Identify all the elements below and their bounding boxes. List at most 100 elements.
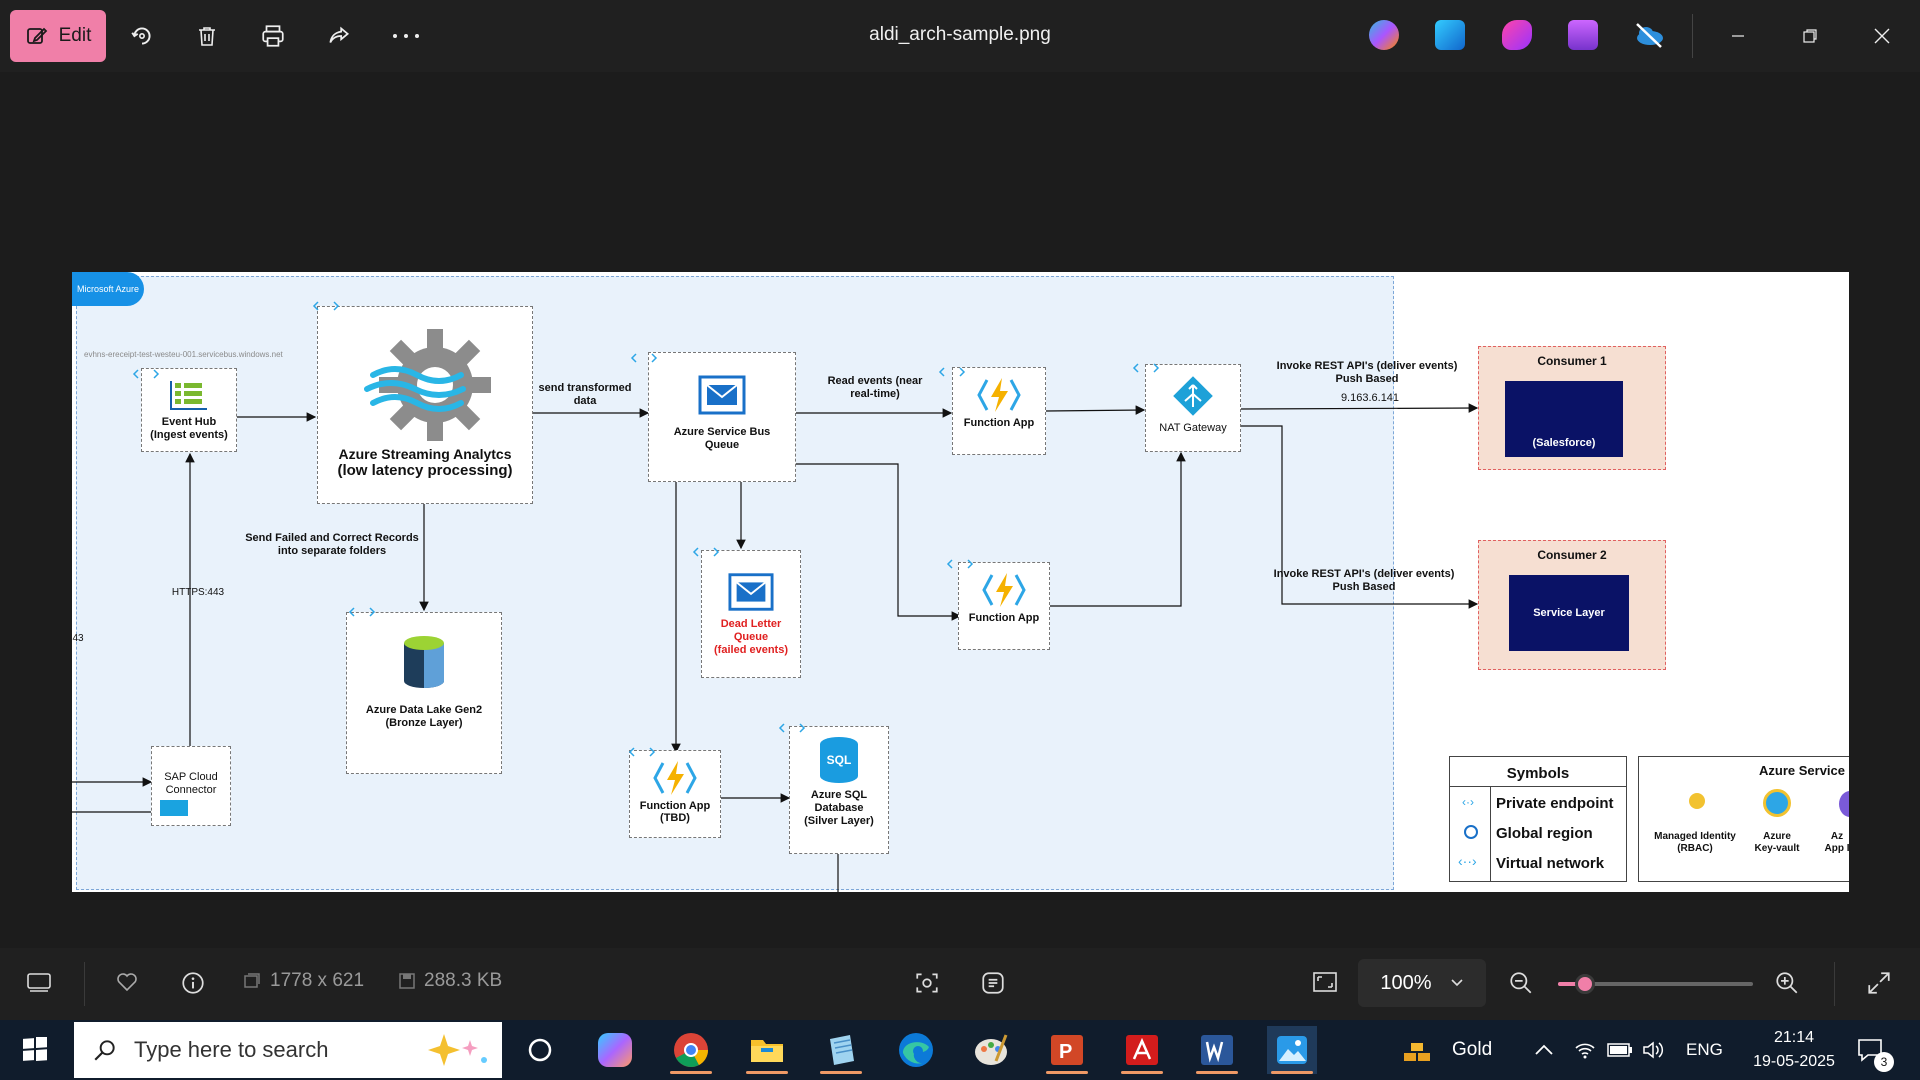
function-app-1-label: Function App xyxy=(963,417,1035,429)
zoom-in-icon[interactable] xyxy=(1774,970,1800,996)
word-icon[interactable] xyxy=(1192,1026,1242,1074)
microsoft-azure-badge: Microsoft Azure xyxy=(72,272,144,306)
virtual-network-icon: ‹··› xyxy=(1458,853,1477,869)
weather-widget[interactable]: Gold xyxy=(1400,1020,1492,1080)
show-hidden-icons[interactable] xyxy=(1534,1020,1554,1080)
invoke-rest-1-label: Invoke REST API's (deliver events) Push … xyxy=(1276,360,1458,385)
designer-icon[interactable] xyxy=(1502,20,1532,50)
taskbar: Type here to search P Go xyxy=(0,1020,1920,1080)
copilot-taskbar-icon[interactable] xyxy=(590,1026,640,1074)
clock-date: 19-05-2025 xyxy=(1753,1053,1835,1070)
edit-button[interactable]: Edit xyxy=(10,10,106,62)
fullscreen-icon[interactable] xyxy=(1866,970,1892,996)
clock[interactable]: 21:14 19-05-2025 xyxy=(1752,1020,1836,1080)
favorite-icon[interactable] xyxy=(114,970,140,994)
function-app-1-node: Function App xyxy=(952,367,1046,455)
zoom-slider[interactable] xyxy=(1558,974,1753,994)
invoke-rest-2-label: Invoke REST API's (deliver events) Push … xyxy=(1273,568,1455,593)
app-insights-icon xyxy=(1839,791,1849,817)
svg-text:P: P xyxy=(1059,1041,1072,1063)
zoom-level: 100% xyxy=(1380,971,1432,994)
azure-services-legend: Azure Service Managed Identity (RBAC) Az… xyxy=(1638,756,1849,882)
restore-icon[interactable] xyxy=(1790,18,1830,54)
consumer-1-title: Consumer 1 xyxy=(1537,354,1607,368)
paint-icon[interactable] xyxy=(966,1026,1016,1074)
clock-time: 21:14 xyxy=(1773,1029,1815,1046)
windows-start-icon[interactable] xyxy=(10,1026,60,1074)
fit-to-window-icon[interactable] xyxy=(1312,970,1338,994)
visual-search-icon[interactable] xyxy=(914,970,940,996)
send-transformed-label: send transformed data xyxy=(538,382,632,407)
managed-identity-label: Managed Identity (RBAC) xyxy=(1654,831,1736,854)
event-hub-icon xyxy=(170,381,207,410)
dead-letter-queue-node: Dead Letter Queue (failed events) xyxy=(701,550,801,678)
https-label: HTTPS:443 xyxy=(171,587,225,598)
sap-connector-node: SAP Cloud Connector xyxy=(151,746,231,826)
azure-sql-label: Azure SQL Database (Silver Layer) xyxy=(804,789,874,827)
file-explorer-icon[interactable] xyxy=(742,1026,792,1074)
connectors xyxy=(72,403,1479,892)
zoom-dropdown[interactable]: 100% xyxy=(1358,959,1486,1007)
chrome-icon[interactable] xyxy=(666,1026,716,1074)
volume-icon[interactable] xyxy=(1642,1020,1666,1080)
key-vault-label: Azure Key-vault xyxy=(1754,831,1800,854)
filmstrip-icon[interactable] xyxy=(26,970,52,994)
more-icon[interactable] xyxy=(388,18,424,54)
rotate-icon[interactable] xyxy=(124,18,160,54)
zoom-slider-fill xyxy=(1558,982,1586,986)
search-icon xyxy=(94,1040,115,1061)
legend-private-endpoint: Private endpoint xyxy=(1496,795,1614,812)
word-running-indicator xyxy=(1196,1071,1238,1074)
function-app-1-icon xyxy=(977,378,1021,412)
function-app-tbd-node: Function App (TBD) xyxy=(629,750,721,838)
language-text: ENG xyxy=(1686,1040,1723,1059)
function-app-2-node: Function App xyxy=(958,562,1050,650)
consumer-2-title: Consumer 2 xyxy=(1537,548,1607,562)
delete-icon[interactable] xyxy=(189,18,225,54)
photos-editor-icon[interactable] xyxy=(1435,20,1465,50)
taskbar-search[interactable]: Type here to search xyxy=(74,1022,502,1078)
zoom-out-icon[interactable] xyxy=(1508,970,1534,996)
network-icon[interactable] xyxy=(1574,1020,1596,1080)
left-port-label: 43 xyxy=(72,633,84,644)
chevron-up-icon xyxy=(1535,1044,1553,1055)
ip-address-label: 9.163.6.141 xyxy=(1340,392,1400,404)
notepad-icon[interactable] xyxy=(816,1026,866,1074)
stream-analytics-title: Azure Streaming Analytcs xyxy=(338,446,512,462)
search-placeholder: Type here to search xyxy=(134,1037,329,1062)
zoom-slider-thumb[interactable] xyxy=(1575,974,1596,994)
nat-gateway-label: NAT Gateway xyxy=(1159,422,1227,434)
save-icon xyxy=(399,973,415,989)
chrome-running-indicator xyxy=(670,1071,712,1074)
photos-icon[interactable] xyxy=(1267,1026,1317,1074)
close-icon[interactable] xyxy=(1862,18,1902,54)
consumer-2-inner-label: Service Layer xyxy=(1533,607,1605,619)
dead-letter-label: Dead Letter Queue (failed events) xyxy=(714,618,788,656)
language-indicator[interactable]: ENG xyxy=(1686,1020,1723,1080)
share-icon[interactable] xyxy=(321,18,357,54)
onedrive-off-icon[interactable] xyxy=(1633,20,1663,50)
acrobat-icon[interactable] xyxy=(1117,1026,1167,1074)
clipchamp-icon[interactable] xyxy=(1568,20,1598,50)
sql-icon: SQL xyxy=(820,737,858,783)
copilot-icon[interactable] xyxy=(1369,20,1399,50)
dead-letter-icon xyxy=(728,573,774,611)
edge-icon[interactable] xyxy=(891,1026,941,1074)
info-icon[interactable] xyxy=(180,970,206,996)
key-icon xyxy=(1689,793,1705,809)
image-viewer[interactable]: Microsoft Azure evhns-ereceipt-test-west… xyxy=(0,72,1920,948)
text-scan-icon[interactable] xyxy=(980,970,1006,996)
powerpoint-icon[interactable]: P xyxy=(1042,1026,1092,1074)
battery-icon[interactable] xyxy=(1607,1020,1633,1080)
nat-gateway-icon xyxy=(1173,376,1213,416)
notification-center[interactable]: 3 xyxy=(1856,1020,1894,1080)
explorer-running-indicator xyxy=(746,1071,788,1074)
function-app-tbd-label: Function App (TBD) xyxy=(639,800,711,824)
consumer-1: Consumer 1 (Salesforce) xyxy=(1478,346,1666,470)
dimensions-text: 1778 x 621 xyxy=(270,970,365,991)
minimize-icon[interactable] xyxy=(1718,18,1758,54)
service-bus-node: Azure Service Bus Queue xyxy=(648,352,796,482)
task-view-icon[interactable] xyxy=(515,1026,565,1074)
nat-gateway-node: NAT Gateway xyxy=(1145,364,1241,452)
print-icon[interactable] xyxy=(255,18,291,54)
